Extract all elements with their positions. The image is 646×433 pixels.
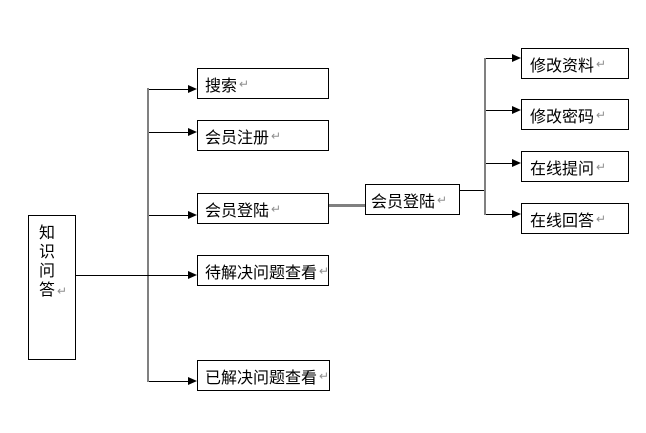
connector-line-login — [329, 204, 365, 207]
branch-line-member-login — [149, 215, 188, 216]
node-member-register: 会员注册 ↵ — [197, 120, 329, 151]
branch-line-member-register — [149, 132, 188, 133]
trunk-line-right — [484, 58, 486, 215]
node-pending-question-view: 待解决问题查看 ↵ — [197, 255, 329, 286]
arrowhead-icon — [188, 271, 197, 279]
node-label: 会员登陆 — [205, 202, 270, 220]
node-online-answer: 在线回答 ↵ — [521, 203, 629, 234]
arrowhead-icon — [188, 211, 197, 219]
arrowhead-icon — [188, 128, 197, 136]
node-label: 修改资料 — [530, 57, 595, 75]
trunk-line-left — [147, 88, 149, 382]
node-knowledge-qa-label: 知 识 问 答 ↵ — [37, 216, 67, 300]
arrowhead-icon — [512, 54, 521, 62]
paragraph-return-icon: ↵ — [271, 128, 282, 143]
paragraph-return-icon: ↵ — [319, 263, 330, 278]
arrowhead-icon — [188, 377, 197, 385]
node-solved-question-view: 已解决问题查看 ↵ — [197, 360, 330, 391]
node-label: 修改密码 — [530, 108, 595, 126]
arrowhead-icon — [512, 106, 521, 114]
arrowhead-icon — [512, 210, 521, 218]
node-label: 会员注册 — [205, 129, 270, 147]
node-label-char: 答 — [39, 282, 56, 299]
arrowhead-icon — [512, 159, 521, 167]
branch-line-edit-password — [486, 110, 512, 111]
paragraph-return-icon: ↵ — [596, 107, 607, 122]
branch-line-online-answer — [486, 214, 512, 215]
node-member-login-secondary: 会员登陆 ↵ — [365, 184, 460, 215]
node-label-char: 识 — [39, 244, 56, 261]
branch-line-root — [76, 275, 188, 276]
branch-line-search — [149, 89, 188, 90]
node-search: 搜索 ↵ — [197, 68, 329, 99]
node-label: 在线回答 — [530, 212, 595, 230]
branch-line-edit-profile — [486, 58, 512, 59]
node-edit-profile: 修改资料 ↵ — [521, 48, 629, 79]
node-label: 会员登陆 — [371, 193, 436, 211]
branch-line-solved-question-view — [149, 381, 188, 382]
paragraph-return-icon: ↵ — [437, 192, 448, 207]
paragraph-return-icon: ↵ — [596, 159, 607, 174]
paragraph-return-icon: ↵ — [239, 76, 250, 91]
node-label: 搜索 — [205, 77, 238, 95]
branch-line-online-ask — [486, 163, 512, 164]
node-knowledge-qa: 知 识 问 答 ↵ — [28, 215, 76, 360]
paragraph-return-icon: ↵ — [57, 284, 68, 298]
node-label-char: 知 — [39, 225, 56, 242]
arrowhead-icon — [188, 85, 197, 93]
paragraph-return-icon: ↵ — [271, 201, 282, 216]
node-label: 待解决问题查看 — [205, 264, 318, 282]
link-line-login-secondary — [460, 190, 484, 191]
node-edit-password: 修改密码 ↵ — [521, 99, 629, 130]
node-label-char: 问 — [39, 263, 56, 280]
node-member-login: 会员登陆 ↵ — [197, 193, 329, 224]
node-label: 在线提问 — [530, 160, 595, 178]
paragraph-return-icon: ↵ — [319, 368, 330, 383]
node-label: 已解决问题查看 — [205, 369, 318, 387]
node-online-ask: 在线提问 ↵ — [521, 151, 629, 182]
paragraph-return-icon: ↵ — [596, 211, 607, 226]
paragraph-return-icon: ↵ — [596, 56, 607, 71]
